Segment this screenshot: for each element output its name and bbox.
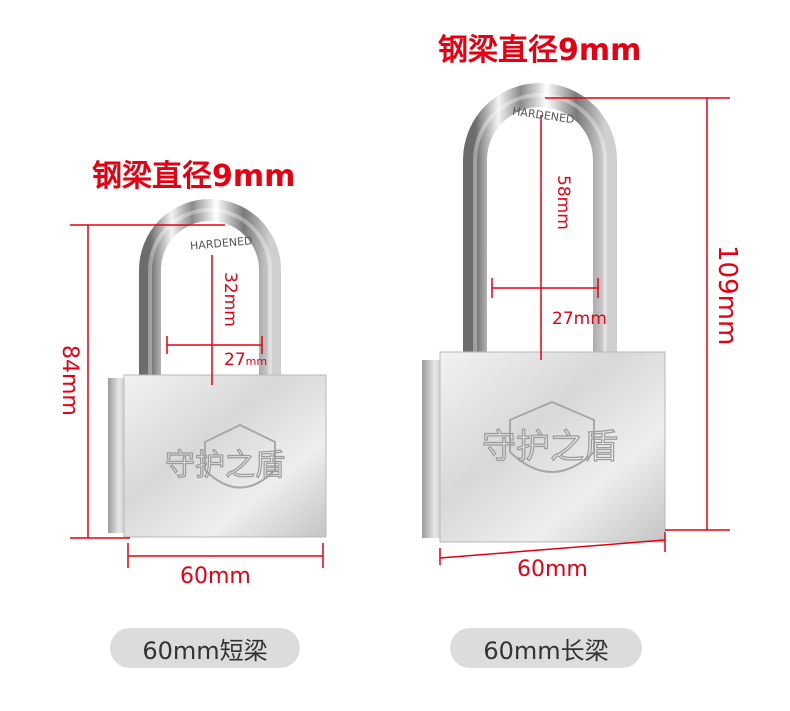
left-dimension-lines <box>70 224 324 568</box>
right-height-label: 109mm <box>712 245 742 346</box>
right-shackle-height-label: 58mm <box>553 175 573 230</box>
left-body-width-label: 60mm <box>180 564 251 589</box>
left-shackle-width-label: 27mm <box>224 352 267 369</box>
left-engraving: 守护之盾 <box>165 448 285 483</box>
short-shackle-variant-label: 60mm短梁 <box>110 628 300 668</box>
left-shackle <box>139 199 281 380</box>
right-engraving: 守护之盾 <box>482 427 618 467</box>
right-body-width-label: 60mm <box>517 557 588 582</box>
right-lock-body <box>439 351 666 543</box>
right-beam-diameter-label: 钢梁直径9mm <box>438 33 642 68</box>
right-padlock: 守护之盾 <box>422 83 666 543</box>
right-shield-emblem <box>509 400 595 473</box>
left-padlock: 守护之盾 <box>108 199 327 538</box>
right-shackle-width-label: 27mm <box>552 309 607 329</box>
left-beam-diameter-label: 钢梁直径9mm <box>92 159 296 194</box>
left-lock-body <box>123 374 327 538</box>
left-shackle-height-label: 32mm <box>220 272 240 327</box>
left-shackle-width-number: 27 <box>224 350 246 370</box>
right-dimension-lines <box>439 97 730 565</box>
right-shackle <box>463 83 617 360</box>
left-height-label: 84mm <box>57 345 82 416</box>
left-shackle-width-unit: mm <box>245 355 268 368</box>
long-shackle-variant-label: 60mm长梁 <box>450 628 642 668</box>
left-shield-emblem <box>204 423 276 489</box>
